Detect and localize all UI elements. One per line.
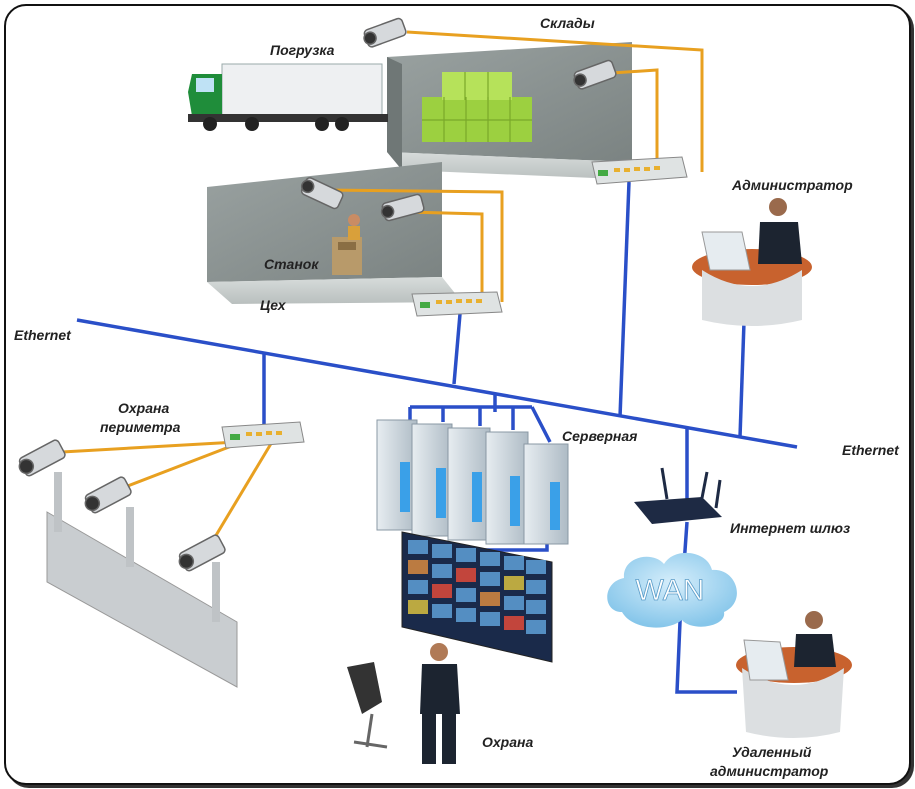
wan-cloud-icon <box>607 552 737 628</box>
label-okhrana-perimetra-line1: Охрана <box>118 400 169 416</box>
administrator-desk-icon <box>692 198 812 326</box>
label-ethernet-left: Ethernet <box>14 327 72 343</box>
workshop-room <box>207 162 462 304</box>
switch-warehouse-icon <box>591 156 688 185</box>
label-okhrana-perimetra-line2: периметра <box>100 419 181 435</box>
video-wall-icon <box>401 531 553 663</box>
remote-administrator-desk-icon <box>736 611 852 738</box>
perimeter-fence <box>18 439 238 688</box>
camera-cables <box>61 30 704 543</box>
diagram-frame: Склады Погрузка Администратор Станок Цех… <box>4 4 911 785</box>
label-servernaya: Серверная <box>562 428 637 444</box>
machine-icon <box>332 214 362 275</box>
label-administrator: Администратор <box>731 177 853 193</box>
truck-icon <box>188 63 388 131</box>
label-ethernet-right: Ethernet <box>842 442 900 458</box>
label-udalenny-line2: администратор <box>710 763 829 779</box>
switch-perimeter-icon <box>221 421 305 449</box>
label-udalenny-line1: Удаленный <box>732 744 812 760</box>
switch-workshop-icon <box>411 291 503 317</box>
perimeter-camera-icon <box>18 439 226 572</box>
label-wan: WAN <box>636 574 705 607</box>
warehouse-room <box>387 42 642 180</box>
boxes-stack-icon <box>422 72 532 142</box>
router-icon <box>634 467 722 524</box>
label-tseh: Цех <box>260 297 287 313</box>
security-guard-icon <box>347 643 460 764</box>
camera-icon <box>300 17 617 222</box>
network-diagram: Склады Погрузка Администратор Станок Цех… <box>14 15 900 779</box>
label-stanok: Станок <box>264 256 319 272</box>
label-pogruzka: Погрузка <box>270 42 335 58</box>
label-okhrana: Охрана <box>482 734 533 750</box>
label-sklady: Склады <box>540 15 595 31</box>
server-rack-icon <box>376 419 569 545</box>
label-internet-shlyuz: Интернет шлюз <box>730 520 850 536</box>
